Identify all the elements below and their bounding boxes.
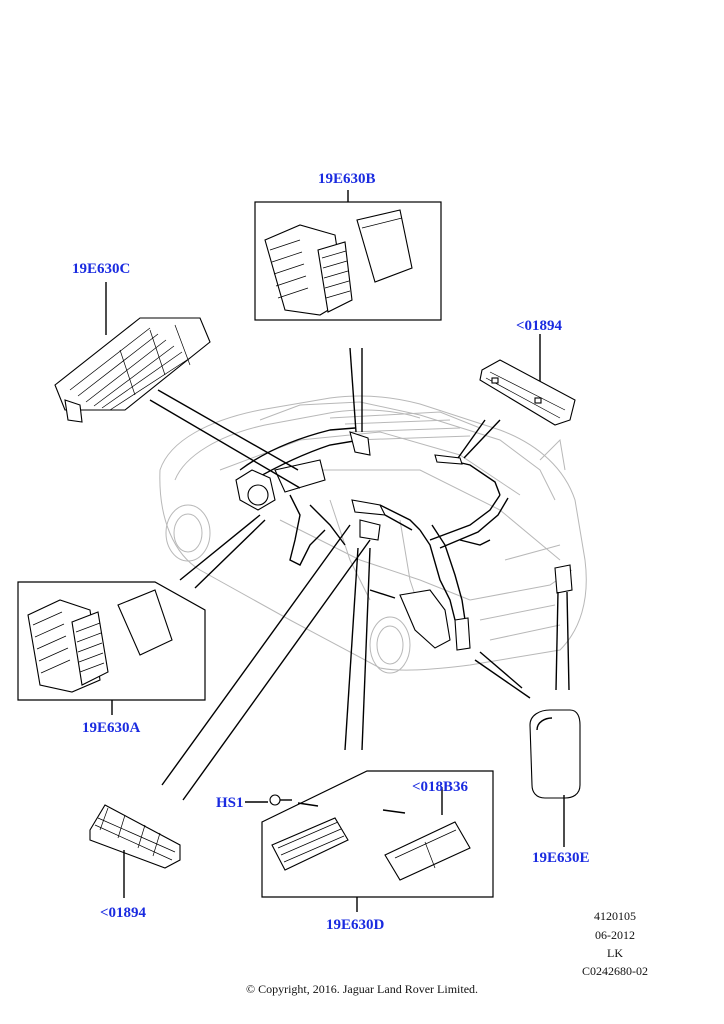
- vent-b-detail: [254, 190, 442, 321]
- callout-19e630c[interactable]: 19E630C: [72, 261, 131, 277]
- callout-19e630b[interactable]: 19E630B: [318, 171, 376, 187]
- callout-hs1[interactable]: HS1: [216, 795, 244, 811]
- callout-01894-top[interactable]: <01894: [516, 318, 563, 334]
- vent-e-part: [474, 591, 581, 847]
- callout-19e630d[interactable]: 19E630D: [326, 917, 385, 933]
- callout-018b36[interactable]: <018B36: [412, 779, 469, 795]
- vent-bottom-left-part: [89, 524, 371, 898]
- vent-a-detail: [17, 514, 266, 715]
- illustration-initials: LK: [607, 946, 623, 960]
- callout-19e630a[interactable]: 19E630A: [82, 720, 141, 736]
- illustration-date: 06-2012: [595, 928, 635, 942]
- vent-top-right-part: [457, 334, 576, 459]
- illustration-reference: C0242680-02: [582, 964, 648, 978]
- vehicle-outline: [159, 395, 587, 674]
- callout-01894-bottom[interactable]: <01894: [100, 905, 147, 921]
- duct-system: [235, 427, 573, 651]
- vent-c-part: [54, 282, 301, 489]
- copyright-notice: © Copyright, 2016. Jaguar Land Rover Lim…: [245, 982, 479, 996]
- leader-line: [349, 347, 357, 433]
- vent-d-detail: [245, 547, 494, 912]
- illustration-code: 4120105: [594, 909, 636, 923]
- callout-19e630e[interactable]: 19E630E: [532, 850, 590, 866]
